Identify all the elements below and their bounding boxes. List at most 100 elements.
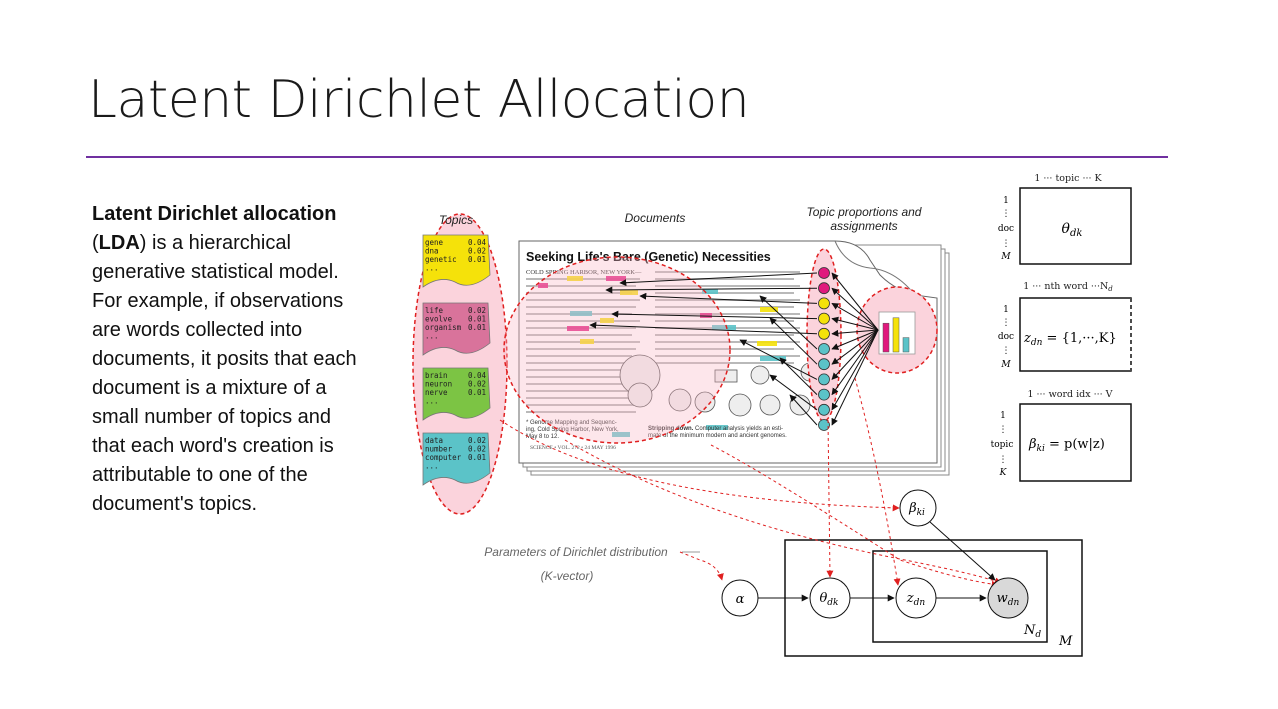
topic-word: data <box>425 436 443 445</box>
word-assignment-arrow <box>769 317 818 365</box>
assignment-dot <box>818 282 830 295</box>
topic-card-shape <box>422 234 491 288</box>
z-top-label-sub: d <box>1108 285 1113 293</box>
proportion-arrow <box>831 287 879 331</box>
histogram-bar <box>892 317 900 353</box>
word-assignment-arrow <box>739 339 818 380</box>
word-assignment-arrow <box>779 357 818 395</box>
proportions-header-1: Topic proportions and <box>807 205 922 219</box>
topic-word-prob: 0.04 <box>468 238 487 247</box>
theta-matrix-box <box>1019 187 1132 265</box>
topic-word-prob: 0.02 <box>468 306 486 315</box>
plate-inner-label: Nd <box>1023 623 1041 640</box>
topic-word-prob: 0.02 <box>468 445 486 454</box>
theta-matrix-symbol: θdk <box>1062 221 1083 239</box>
alpha-label: α <box>736 592 745 607</box>
assignment-dot <box>818 297 830 310</box>
topic-word: evolve <box>425 315 453 324</box>
topic-word: number <box>425 445 453 454</box>
z-node-symbol: z <box>906 591 914 606</box>
article-footnote-3: May 8 to 12. <box>526 434 559 440</box>
w-node-sub: dn <box>1008 598 1020 608</box>
article-highlights <box>538 276 786 437</box>
beta-symbol: β <box>1028 437 1037 452</box>
proportion-arrow <box>831 329 879 411</box>
topic-word-prob: 0.01 <box>468 255 486 264</box>
proportion-arrow <box>831 302 879 331</box>
z-side-one: 1 <box>1003 305 1009 315</box>
topic-word: ... <box>425 462 439 471</box>
dirichlet-param-sub: (K-vector) <box>541 569 594 583</box>
beta-node <box>899 489 937 527</box>
assignment-arrows <box>589 272 879 426</box>
plate-inner-sub: d <box>1035 630 1041 640</box>
topic-card-shape <box>422 367 491 421</box>
dirichlet-param-label: Parameters of Dirichlet distribution <box>484 545 668 559</box>
w-node-symbol: w <box>997 591 1008 606</box>
theta-side-label: doc <box>998 224 1014 234</box>
article-footnote-1: * Genome Mapping and Sequenc- <box>526 420 617 426</box>
assignment-dots <box>818 267 830 431</box>
beta-matrix-box <box>1019 403 1132 482</box>
definition-rest: ) is a hierarchical generative statistic… <box>92 232 357 515</box>
proportion-arrow <box>831 329 879 426</box>
assignment-dot <box>818 373 830 386</box>
word-assignment-arrow <box>619 272 818 287</box>
topic-word: nerve <box>425 388 448 397</box>
topic-word: ... <box>425 264 439 273</box>
topic-word-prob: 0.01 <box>468 388 486 397</box>
assignment-dot <box>818 419 830 431</box>
assignment-dot <box>818 267 830 279</box>
topic-card-shape <box>422 432 491 486</box>
beta-side-end: K <box>999 468 1008 478</box>
beta-sub: ki <box>1037 444 1045 454</box>
theta-side-end: M <box>1000 252 1011 262</box>
topic-word: organism <box>425 323 462 332</box>
assignment-dot <box>818 327 830 340</box>
title-divider <box>86 156 1168 158</box>
proportion-arrow <box>831 272 879 331</box>
beta-top-label: 1 ··· word idx ··· V <box>1027 389 1112 400</box>
article-inset-diagram <box>619 354 820 417</box>
assignment-dot <box>818 403 830 416</box>
z-matrix-formula: zdn = {1,···,K} <box>1023 331 1117 348</box>
word-assignment-arrow <box>605 286 818 294</box>
document-words-ellipse <box>503 256 731 444</box>
proportion-arrow <box>831 329 879 350</box>
topic-word-prob: 0.01 <box>468 315 486 324</box>
theta-top-label: 1 ··· topic ··· K <box>1034 173 1102 184</box>
beta-matrix-formula: βki = p(w|z) <box>1028 437 1105 454</box>
topic-word: ... <box>425 332 439 341</box>
topic-word: computer <box>425 453 462 462</box>
histogram-bar <box>902 337 910 353</box>
plate-outer-label: M <box>1058 634 1073 649</box>
proportion-arrow <box>831 329 879 365</box>
beta-rhs: = p(w|z) <box>1045 437 1105 452</box>
term-bold: Latent Dirichlet allocation <box>92 203 337 225</box>
topic-proportions-histogram <box>882 317 910 353</box>
assignment-dot <box>818 312 830 325</box>
red-dashed-connectors <box>499 377 1002 588</box>
topics-header: Topics <box>439 213 473 227</box>
z-rhs: = {1,···,K} <box>1042 331 1116 346</box>
word-assignment-arrow <box>789 394 818 426</box>
article-footnote-2: ing, Cold Spring Harbor, New York, <box>526 427 619 433</box>
article-dateline: COLD SPRING HARBOR, NEW YORK— <box>526 269 642 276</box>
proportion-arrow <box>831 329 879 380</box>
beta-node-label: βki <box>908 501 925 518</box>
z-node-sub: dn <box>914 598 926 608</box>
theta-side-dots-1: ⋮ <box>1002 209 1011 219</box>
topic-word-prob: 0.04 <box>468 371 487 380</box>
histogram-bar <box>882 322 890 353</box>
z-side-label: doc <box>998 332 1014 342</box>
beta-node-sub: ki <box>917 508 925 518</box>
w-node-label: wdn <box>997 591 1020 608</box>
theta-node-symbol: θ <box>819 591 827 606</box>
model-edges <box>758 521 996 602</box>
beta-side-dots-2: ⋮ <box>999 455 1008 465</box>
plate-inner <box>872 550 1048 643</box>
topic-word: gene <box>425 238 444 247</box>
word-assignment-arrow <box>589 321 818 335</box>
